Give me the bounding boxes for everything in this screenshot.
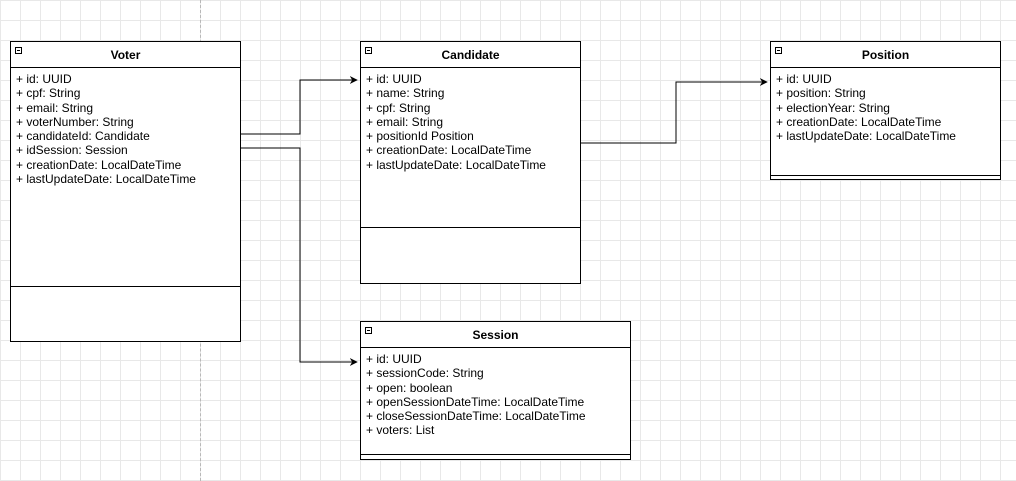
class-session-title: Session <box>472 327 519 342</box>
class-position-title: Position <box>861 47 910 62</box>
class-session[interactable]: Session + id: UUID + sessionCode: String… <box>360 321 631 460</box>
attribute: + email: String <box>16 100 94 115</box>
connector-voter-to-session[interactable] <box>241 147 358 366</box>
attribute: + cpf: String <box>16 86 81 101</box>
attribute: + lastUpdateDate: LocalDateTime <box>366 157 546 172</box>
class-candidate-title: Candidate <box>441 47 500 62</box>
attribute: + voters: List <box>366 423 435 438</box>
class-voter-attributes[interactable]: + id: UUID + cpf: String + email: String… <box>11 68 240 186</box>
attribute: + openSessionDateTime: LocalDateTime <box>366 394 585 409</box>
attribute: + position: String <box>776 86 866 101</box>
attribute: + open: boolean <box>366 380 453 395</box>
class-candidate-attributes[interactable]: + id: UUID + name: String + cpf: String … <box>361 68 580 172</box>
attribute: + positionId Position <box>366 129 474 144</box>
class-session-attributes[interactable]: + id: UUID + sessionCode: String + open:… <box>361 348 630 438</box>
attribute: + name: String <box>366 86 445 101</box>
collapse-icon[interactable] <box>15 47 22 54</box>
attribute: + candidateId: Candidate <box>16 129 150 144</box>
attribute: + id: UUID <box>366 352 422 366</box>
class-position-header[interactable]: Position <box>771 42 1000 68</box>
collapse-icon[interactable] <box>365 327 372 334</box>
attribute: + creationDate: LocalDateTime <box>366 143 532 158</box>
attribute: + sessionCode: String <box>366 366 484 381</box>
attribute: + lastUpdateDate: LocalDateTime <box>776 129 956 144</box>
class-candidate-methods-divider <box>361 227 580 228</box>
collapse-icon[interactable] <box>775 47 782 54</box>
connector-candidate-to-position[interactable] <box>581 78 768 144</box>
attribute: + email: String <box>366 114 444 129</box>
class-position-methods-divider <box>771 175 1000 176</box>
class-candidate[interactable]: Candidate + id: UUID + name: String + cp… <box>360 41 581 284</box>
collapse-icon[interactable] <box>365 47 372 54</box>
class-voter-methods-divider <box>11 286 240 287</box>
class-voter[interactable]: Voter + id: UUID + cpf: String + email: … <box>10 41 241 342</box>
attribute: + idSession: Session <box>16 143 128 158</box>
class-position[interactable]: Position + id: UUID + position: String +… <box>770 41 1001 180</box>
attribute: + lastUpdateDate: LocalDateTime <box>16 172 196 187</box>
class-position-attributes[interactable]: + id: UUID + position: String + election… <box>771 68 1000 143</box>
attribute: + closeSessionDateTime: LocalDateTime <box>366 409 586 424</box>
attribute: + cpf: String <box>366 100 431 115</box>
class-session-header[interactable]: Session <box>361 322 630 348</box>
attribute: + electionYear: String <box>776 100 890 115</box>
class-voter-header[interactable]: Voter <box>11 42 240 68</box>
class-session-methods-divider <box>361 454 630 455</box>
class-candidate-header[interactable]: Candidate <box>361 42 580 68</box>
attribute: + creationDate: LocalDateTime <box>16 157 182 172</box>
attribute: + creationDate: LocalDateTime <box>776 114 942 129</box>
connector-voter-to-candidate[interactable] <box>241 76 358 135</box>
class-voter-title: Voter <box>110 47 141 62</box>
attribute: + id: UUID <box>16 72 72 86</box>
attribute: + id: UUID <box>366 72 422 86</box>
attribute: + id: UUID <box>776 72 832 86</box>
attribute: + voterNumber: String <box>16 114 134 129</box>
